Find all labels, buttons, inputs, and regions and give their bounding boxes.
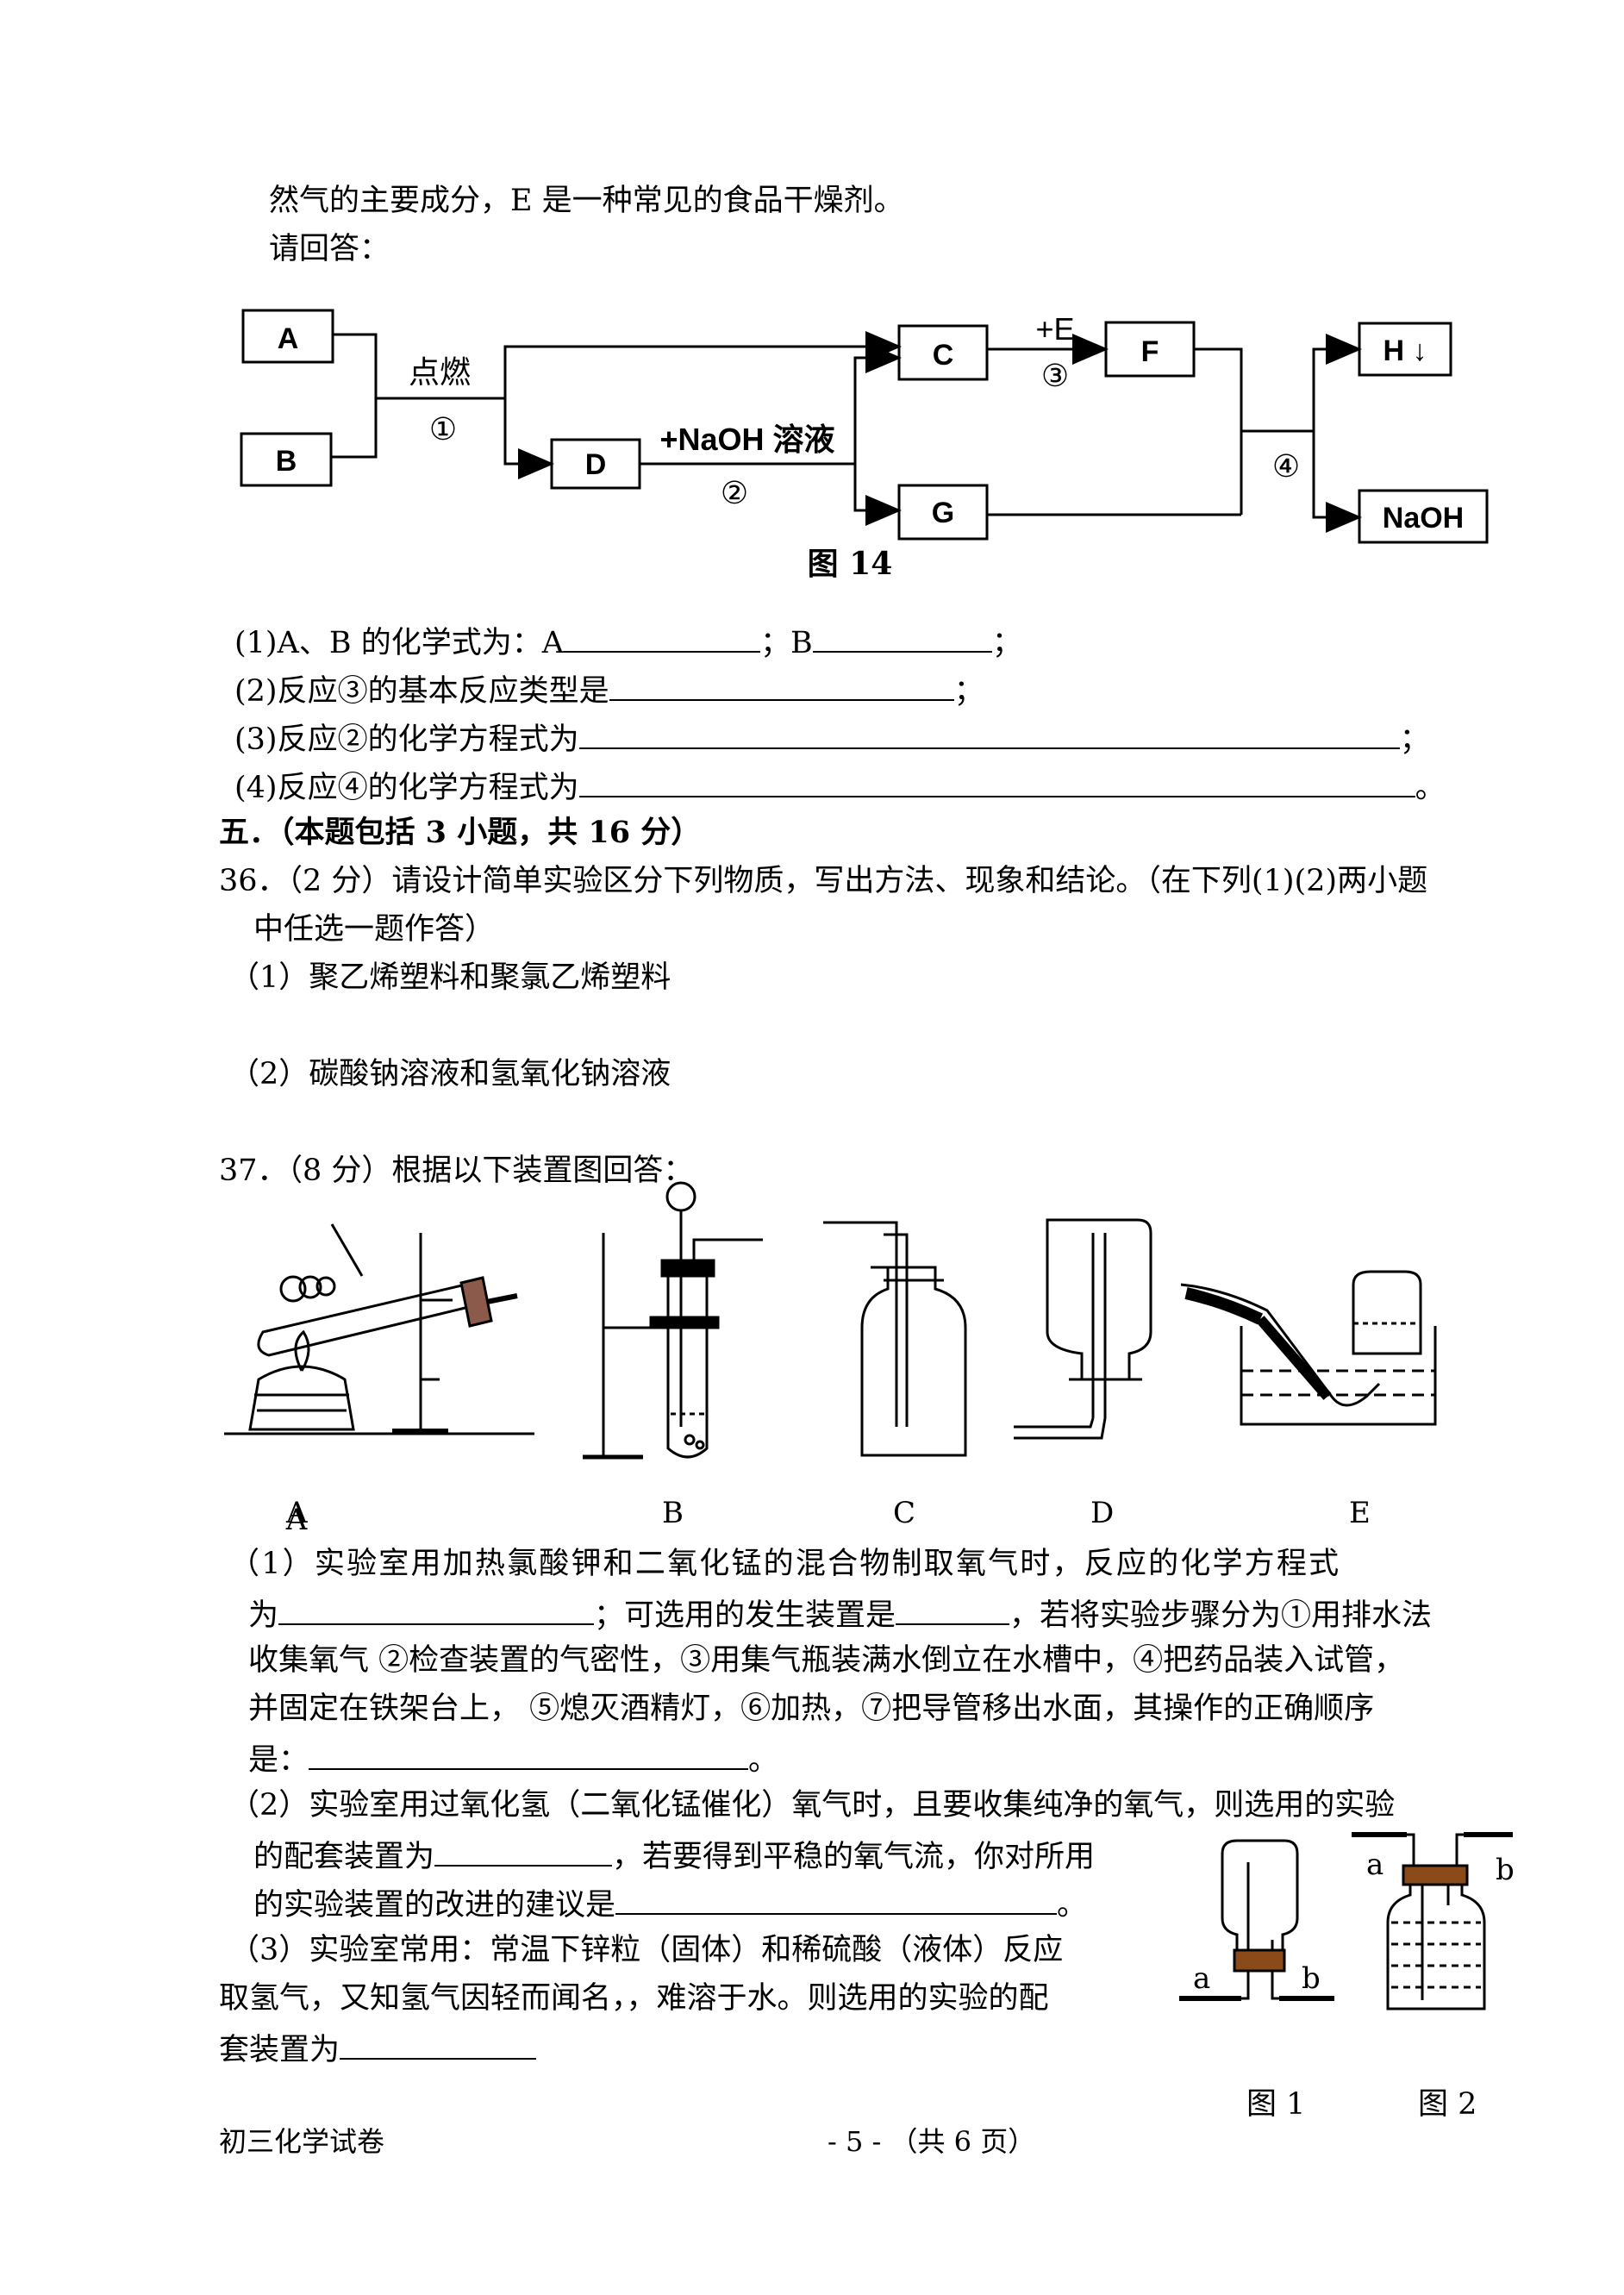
- footer-page-number: - 5 - （共 6 页）: [828, 2125, 1036, 2158]
- apparatus-label-b: B: [662, 1496, 684, 1530]
- q36-option-2: （2）碳酸钠溶液和氢氧化钠溶液: [229, 1057, 671, 1091]
- apparatus-label-c: C: [893, 1496, 916, 1530]
- apparatus-label-a: A: [285, 1503, 308, 1537]
- apparatus-a: [224, 1223, 534, 1435]
- q35-1: (1)A、B 的化学式为：A；B；: [234, 622, 1022, 661]
- apparatus-label-d: D: [1090, 1496, 1115, 1530]
- intro-line-2: 请回答：: [269, 232, 390, 266]
- figure-14-diagram: A B C D F G H ↓ NaOH 点燃 ① +NaOH 溶液 ② +E …: [240, 309, 1489, 582]
- apparatus-c: [823, 1221, 967, 1457]
- plus-e-label: +E: [1035, 311, 1074, 347]
- q37-title: 37．（8 分）根据以下装置图回答：: [219, 1154, 694, 1188]
- answer-blank-apparatus-h2o2[interactable]: [434, 1835, 613, 1867]
- q37-3-line-3: 套装置为: [219, 2029, 537, 2068]
- box-b: [240, 432, 333, 487]
- ignite-label: 点燃: [409, 355, 471, 391]
- q35-3: (3)反应②的化学方程式为；: [234, 718, 1430, 758]
- box-naoh: [1358, 489, 1489, 544]
- q37-2-line-2: 的配套装置为，若要得到平稳的氧气流，你对所用: [253, 1835, 1095, 1875]
- q37-1-line-5: 是：。: [248, 1739, 778, 1779]
- figure-1-bottle: [1179, 1839, 1334, 2001]
- apparatus-label-e: E: [1349, 1496, 1371, 1530]
- q35-2: (2)反应③的基本反应类型是；: [234, 670, 984, 710]
- figure-2-bottle: [1352, 1832, 1513, 2010]
- apparatus-d: [1014, 1218, 1152, 1440]
- q35-4: (4)反应④的化学方程式为。: [234, 766, 1446, 806]
- q37-2-line-1: （2）实验室用过氧化氢（二氧化锰催化）氧气时，且要收集纯净的氧气，则选用的实验: [229, 1788, 1396, 1823]
- figure-14-caption: 图 14: [808, 546, 893, 582]
- answer-blank-generator[interactable]: [896, 1594, 1010, 1625]
- answer-blank-improvement[interactable]: [615, 1884, 1058, 1915]
- box-b-label: B: [276, 445, 297, 478]
- figure-1-a-label: a: [1193, 1961, 1210, 1996]
- box-d-label: D: [585, 448, 607, 481]
- naoh-solution-label: +NaOH 溶液: [659, 422, 834, 457]
- box-c: [897, 324, 989, 381]
- box-g-label: G: [932, 497, 954, 529]
- figure-2-caption: 图 2: [1418, 2087, 1477, 2122]
- figure-2-a-label: a: [1366, 1848, 1384, 1882]
- q37-3-line-2: 取氢气，又知氢气因轻而闻名，，难溶于水。则选用的实验的配: [219, 1981, 1049, 2016]
- q36-line-1: 36．（2 分）请设计简单实验区分下列物质，写出方法、现象和结论。（在下列(1)…: [219, 864, 1428, 898]
- q37-1-line-1: （1）实验室用加热氯酸钾和二氧化锰的混合物制取氧气时，反应的化学方程式: [229, 1547, 1341, 1581]
- q36-line-2: 中任选一题作答）: [253, 912, 496, 947]
- box-a: [241, 309, 334, 364]
- box-g: [897, 484, 989, 541]
- box-h: [1358, 322, 1452, 377]
- answer-blank-reaction-type[interactable]: [609, 670, 954, 701]
- apparatus-label-a-text: A: [286, 1496, 308, 1530]
- q37-2-line-3: 的实验装置的改进的建议是。: [253, 1884, 1087, 1923]
- apparatus-e: [1180, 1270, 1437, 1426]
- q37-3-line-1: （3）实验室常用：常温下锌粒（固体）和稀硫酸（液体）反应: [229, 1933, 1064, 1967]
- reaction-1-label: ①: [429, 412, 457, 447]
- box-c-label: C: [933, 339, 954, 372]
- footer-left: 初三化学试卷: [219, 2125, 385, 2158]
- figure-1-b-label: b: [1302, 1961, 1321, 1996]
- section-5-title: 五．（本题包括 3 小题，共 16 分）: [219, 815, 702, 850]
- q37-1-line-4: 并固定在铁架台上， ⑤熄灭酒精灯，⑥加热，⑦把导管移出水面，其操作的正确顺序: [248, 1692, 1375, 1726]
- answer-blank-equation-kclo3[interactable]: [278, 1594, 595, 1625]
- figure-1-2: a b a b: [1179, 1832, 1515, 2010]
- q36-option-1: （1）聚乙烯塑料和聚氯乙烯塑料: [229, 960, 671, 995]
- answer-blank-equation-2[interactable]: [578, 718, 1400, 749]
- apparatus-b: [583, 1181, 763, 1460]
- box-a-label: A: [278, 322, 299, 355]
- answer-blank-b[interactable]: [812, 622, 992, 653]
- apparatus-figures: A: [224, 1181, 1437, 1537]
- answer-blank-a[interactable]: [563, 622, 760, 653]
- box-naoh-label: NaOH: [1383, 502, 1464, 535]
- reaction-3-label: ③: [1041, 359, 1069, 394]
- box-d: [550, 438, 641, 490]
- reaction-4-label: ④: [1272, 449, 1300, 485]
- answer-blank-apparatus-h2[interactable]: [340, 2029, 537, 2060]
- q37-1-line-3: 收集氧气 ②检查装置的气密性，③用集气瓶装满水倒立在水槽中，④把药品装入试管，: [248, 1643, 1405, 1678]
- reaction-2-label: ②: [721, 476, 748, 511]
- figure-1-caption: 图 1: [1246, 2087, 1306, 2122]
- answer-blank-equation-4[interactable]: [578, 766, 1415, 797]
- figure-2-b-label: b: [1496, 1853, 1515, 1887]
- intro-line-1: 然气的主要成分，E 是一种常见的食品干燥剂。: [269, 184, 904, 218]
- answer-blank-order[interactable]: [309, 1739, 749, 1770]
- q37-1-line-2: 为；可选用的发生装置是，若将实验步骤分为①用排水法: [248, 1594, 1432, 1634]
- box-h-label: H ↓: [1384, 335, 1427, 367]
- box-f-label: F: [1141, 335, 1159, 368]
